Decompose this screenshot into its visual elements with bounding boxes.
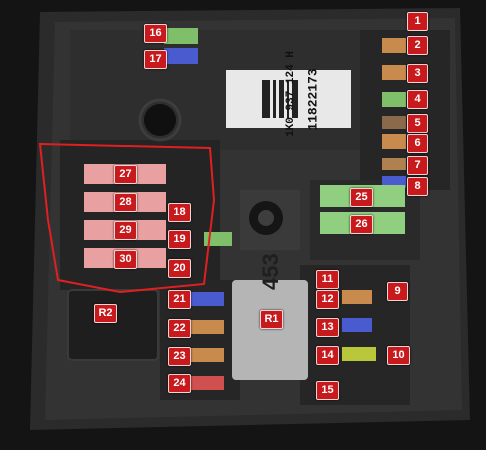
- highlight-outline: [38, 142, 216, 294]
- fuse-7-body: [382, 158, 406, 170]
- fuse-2-body: [382, 38, 406, 53]
- fuse-label-3: 3: [407, 64, 428, 83]
- mount-hole: [144, 104, 176, 136]
- fuse-label-28: 28: [114, 193, 137, 212]
- relay-r1-code: 453: [258, 253, 283, 290]
- fuse-label-2: 2: [407, 36, 428, 55]
- relay-label-r1: R1: [260, 310, 283, 329]
- fuse-24-body: [190, 376, 224, 390]
- fuse-label-10: 10: [387, 346, 410, 365]
- fuse-17-body: [164, 48, 198, 64]
- fuse-label-14: 14: [316, 346, 339, 365]
- fuse-22-body: [190, 320, 224, 334]
- fuse-label-21: 21: [168, 290, 191, 309]
- fuse-label-7: 7: [407, 156, 428, 175]
- fuse-label-18: 18: [168, 203, 191, 222]
- sticker-number: 11822173: [305, 68, 321, 131]
- fuse-label-27: 27: [114, 165, 137, 184]
- fuse-label-23: 23: [168, 347, 191, 366]
- fuse-19-body: [204, 232, 232, 246]
- fuse-label-8: 8: [407, 177, 428, 196]
- fuse-label-25: 25: [350, 188, 373, 207]
- fuse-label-26: 26: [350, 215, 373, 234]
- fuse-label-16: 16: [144, 24, 167, 43]
- barcode-bar-2: [273, 80, 276, 118]
- fuse-label-5: 5: [407, 114, 428, 133]
- fuse-label-13: 13: [316, 318, 339, 337]
- terminal-nut: [258, 210, 274, 226]
- fuse-label-6: 6: [407, 134, 428, 153]
- fuse-label-1: 1: [407, 12, 428, 31]
- fuse-3-body: [382, 65, 406, 80]
- barcode-bar-3: [279, 80, 284, 118]
- fuse-13-body: [342, 318, 372, 332]
- fuse-label-12: 12: [316, 290, 339, 309]
- fuse-label-20: 20: [168, 259, 191, 278]
- fuse-label-15: 15: [316, 381, 339, 400]
- fuse-label-9: 9: [387, 282, 408, 301]
- fuse-23-body: [190, 348, 224, 362]
- fuse-label-4: 4: [407, 90, 428, 109]
- fuse-14-body: [342, 347, 376, 361]
- fuse-label-11: 11: [316, 270, 339, 289]
- fuse-21-body: [190, 292, 224, 306]
- fuse-16-body: [164, 28, 198, 44]
- fuse-5-body: [382, 116, 406, 129]
- relay-r1-body: [232, 280, 308, 380]
- sticker-code: 1K0 937 124 H: [284, 51, 297, 137]
- fuse-label-22: 22: [168, 319, 191, 338]
- fuse-label-30: 30: [114, 250, 137, 269]
- fuse-label-17: 17: [144, 50, 167, 69]
- fuse-4-body: [382, 92, 406, 107]
- barcode-bar-1: [262, 80, 270, 118]
- fuse-6-body: [382, 134, 406, 149]
- relay-label-r2: R2: [94, 304, 117, 323]
- relay-r2-body: [67, 289, 159, 361]
- barcode-bar-4: [287, 80, 289, 118]
- fuse-12-body: [342, 290, 372, 304]
- fuse-label-29: 29: [114, 221, 137, 240]
- fuse-label-24: 24: [168, 374, 191, 393]
- barcode-bar-5: [292, 80, 298, 118]
- mount-ring: [138, 98, 182, 142]
- fuse-label-19: 19: [168, 230, 191, 249]
